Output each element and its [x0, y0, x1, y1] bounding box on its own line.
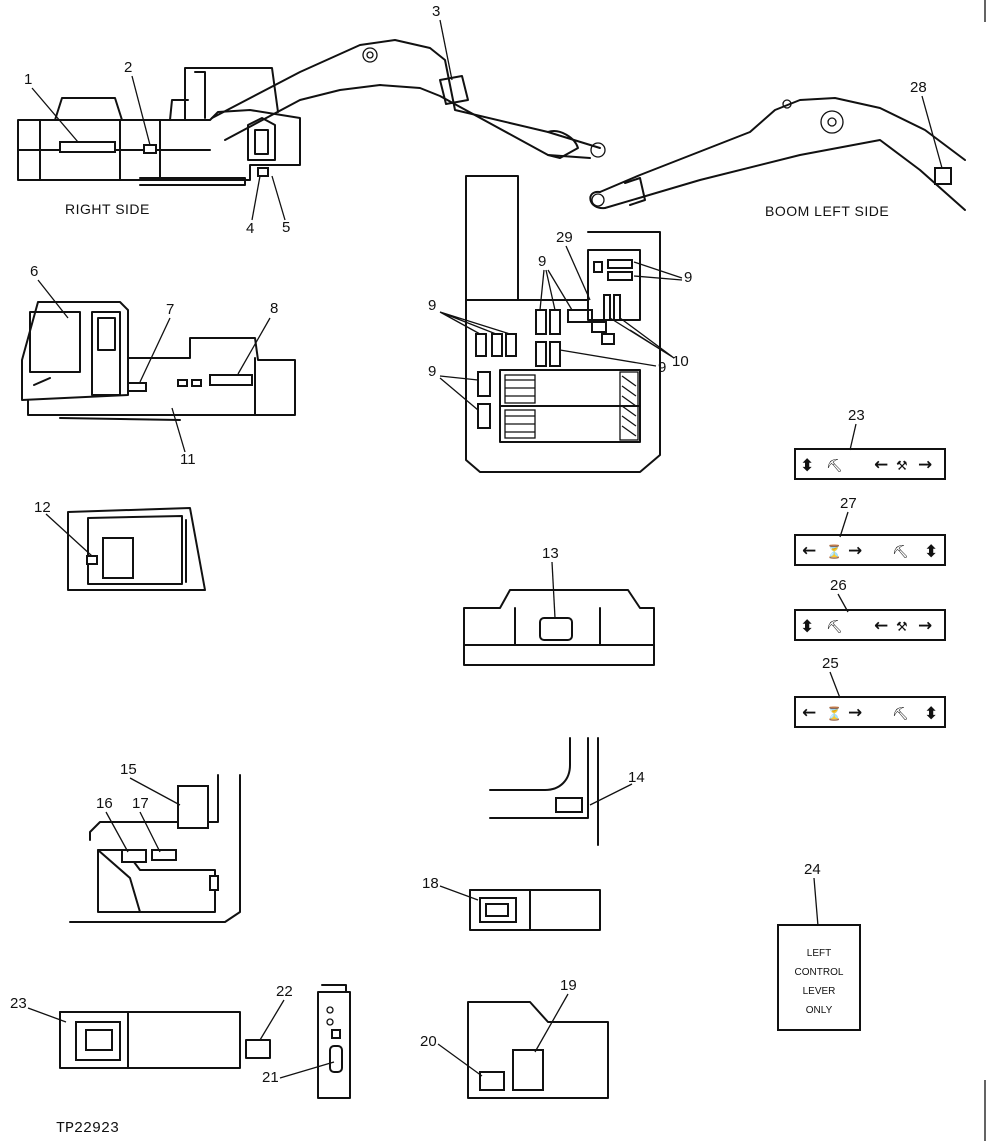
panel-14-view [489, 737, 599, 846]
panel-21-22-23-view [59, 984, 351, 1099]
decal-24-line-1: LEFT [807, 948, 831, 959]
panel-15-16-17-view [69, 774, 241, 923]
left-arrow-icon: ← [874, 616, 888, 636]
callout-8: 8 [270, 300, 278, 317]
callout-3: 3 [432, 3, 440, 20]
up-down-arrow-icon: ⬍ [800, 456, 814, 476]
callouts-top: 1 2 3 4 5 28 [24, 3, 943, 237]
figure-reference: TP22923 [56, 1120, 119, 1137]
panel-12-view [67, 507, 206, 591]
callout-26: 26 [830, 577, 847, 594]
up-down-arrow-icon: ⬍ [800, 617, 814, 637]
callout-28: 28 [910, 79, 927, 96]
decal-27: ← ⏳ → ⛏ ⬍ [794, 534, 946, 566]
panel-13-view [463, 589, 655, 666]
callout-23-right: 23 [848, 407, 865, 424]
up-down-arrow-icon: ⬍ [924, 542, 938, 562]
callout-9-lower-right: 9 [658, 359, 666, 376]
callout-29: 29 [556, 229, 573, 246]
panel-18-view [469, 889, 601, 931]
swing-icon: ⏳ [826, 544, 842, 560]
callout-11: 11 [180, 451, 196, 468]
callout-18: 18 [422, 875, 439, 892]
callouts-rear: 29 9 9 9 9 9 10 [428, 229, 692, 411]
machine-right-side-view [17, 67, 301, 186]
callout-25: 25 [822, 655, 839, 672]
decal-24-line-3: LEVER [803, 986, 836, 997]
callout-9-top-right: 9 [684, 269, 692, 286]
bucket-icon: ⚒ [896, 459, 908, 474]
right-arrow-icon: → [848, 541, 862, 561]
left-arrow-icon: ← [802, 703, 816, 723]
right-arrow-icon: → [918, 616, 932, 636]
swing-icon: ⏳ [826, 706, 842, 722]
boom-icon: ⛏ [826, 620, 843, 635]
callout-6: 6 [30, 263, 38, 280]
callout-10: 10 [672, 353, 689, 370]
decal-26: ⬍ ⛏ ← ⚒ → [794, 609, 946, 641]
left-arrow-icon: ← [802, 541, 816, 561]
callout-22: 22 [276, 983, 293, 1000]
callout-9-left: 9 [428, 297, 436, 314]
decal-23: ⬍ ⛏ ← ⚒ → [794, 448, 946, 480]
callout-15: 15 [120, 761, 137, 778]
decal-24-line-4: ONLY [806, 1005, 833, 1016]
right-arrow-icon: → [848, 703, 862, 723]
machine-cab-view [21, 301, 296, 421]
callout-4: 4 [246, 220, 254, 237]
callout-17: 17 [132, 795, 149, 812]
boom-right-side [211, 39, 606, 159]
callouts-cab: 6 7 8 11 [30, 263, 278, 468]
decal-24-line-2: CONTROL [795, 967, 844, 978]
rear-interior-view [465, 175, 661, 473]
right-side-caption: RIGHT SIDE [65, 201, 150, 217]
decal-24: LEFT CONTROL LEVER ONLY [777, 924, 861, 1031]
arm-icon: ⛏ [892, 545, 909, 560]
callout-23-bottom: 23 [10, 995, 27, 1012]
boom-left-side-view [589, 97, 966, 211]
callout-16: 16 [96, 795, 113, 812]
panel-19-20-view [467, 1001, 609, 1099]
callout-1: 1 [24, 71, 32, 88]
callout-12: 12 [34, 499, 51, 516]
callout-21: 21 [262, 1069, 279, 1086]
callout-7: 7 [166, 301, 174, 318]
bucket-icon: ⚒ [896, 620, 908, 635]
callout-24: 24 [804, 861, 821, 878]
callout-14: 14 [628, 769, 645, 786]
callout-27: 27 [840, 495, 857, 512]
callout-19: 19 [560, 977, 577, 994]
up-down-arrow-icon: ⬍ [924, 704, 938, 724]
arm-icon: ⛏ [892, 707, 909, 722]
callout-5: 5 [282, 219, 290, 236]
callout-9-lower-left: 9 [428, 363, 436, 380]
callout-13: 13 [542, 545, 559, 562]
decal-25: ← ⏳ → ⛏ ⬍ [794, 696, 946, 728]
boom-raise-icon: ⛏ [826, 459, 843, 474]
callout-2: 2 [124, 59, 132, 76]
callout-9-top-left: 9 [538, 253, 546, 270]
right-arrow-icon: → [918, 455, 932, 475]
boom-left-side-caption: BOOM LEFT SIDE [765, 203, 889, 219]
left-arrow-icon: ← [874, 455, 888, 475]
callout-20: 20 [420, 1033, 437, 1050]
